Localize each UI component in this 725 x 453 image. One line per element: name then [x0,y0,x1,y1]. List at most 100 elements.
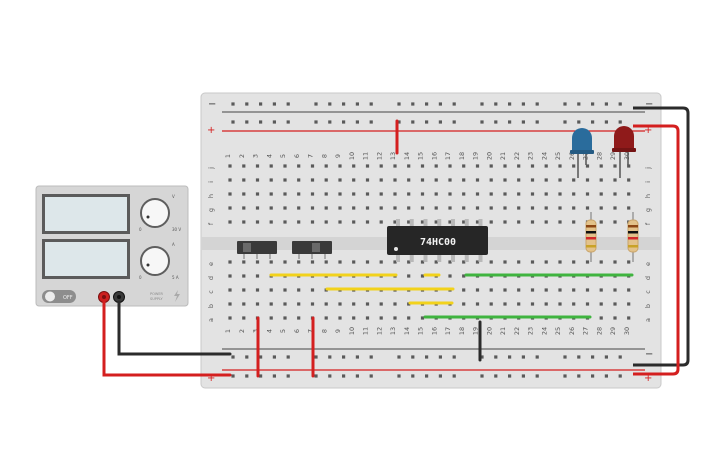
terminal-hole[interactable] [365,260,370,264]
terminal-hole[interactable] [462,288,466,292]
terminal-hole[interactable] [489,206,493,210]
rail-hole[interactable] [480,374,484,378]
slide-switch-1[interactable] [237,241,277,259]
rail-hole[interactable] [618,120,622,124]
terminal-hole[interactable] [558,260,562,264]
terminal-hole[interactable] [448,274,452,278]
terminal-hole[interactable] [627,164,631,168]
rail-hole[interactable] [438,374,442,378]
terminal-hole[interactable] [407,302,411,306]
rail-hole[interactable] [591,120,595,124]
terminal-hole[interactable] [462,302,466,306]
terminal-hole[interactable] [558,220,562,224]
rail-hole[interactable] [342,102,346,106]
rail-hole[interactable] [259,374,263,378]
terminal-hole[interactable] [475,206,480,210]
terminal-hole[interactable] [599,302,603,306]
terminal-hole[interactable] [420,206,425,210]
rail-hole[interactable] [591,355,595,359]
terminal-hole[interactable] [407,164,411,168]
rail-hole[interactable] [369,355,373,359]
terminal-hole[interactable] [434,178,438,182]
terminal-hole[interactable] [448,192,452,196]
rail-hole[interactable] [397,120,401,124]
terminal-hole[interactable] [475,220,480,224]
terminal-hole[interactable] [585,288,590,292]
rail-hole[interactable] [231,374,235,378]
rail-hole[interactable] [314,355,318,359]
terminal-hole[interactable] [310,164,315,168]
terminal-hole[interactable] [462,206,466,210]
rail-hole[interactable] [480,102,484,106]
rail-hole[interactable] [245,355,249,359]
terminal-hole[interactable] [489,192,493,196]
rail-hole[interactable] [231,355,235,359]
terminal-hole[interactable] [379,164,383,168]
terminal-hole[interactable] [365,164,370,168]
terminal-hole[interactable] [420,274,425,278]
terminal-hole[interactable] [517,164,521,168]
rail-hole[interactable] [618,374,622,378]
terminal-hole[interactable] [475,178,480,182]
rail-hole[interactable] [452,120,456,124]
terminal-hole[interactable] [558,206,562,210]
terminal-hole[interactable] [489,288,493,292]
rail-hole[interactable] [245,374,249,378]
rail-hole[interactable] [411,102,415,106]
terminal-hole[interactable] [228,220,232,224]
rail-hole[interactable] [604,102,608,106]
terminal-hole[interactable] [627,192,631,196]
terminal-hole[interactable] [228,206,232,210]
terminal-hole[interactable] [627,178,631,182]
terminal-hole[interactable] [338,260,342,264]
terminal-hole[interactable] [517,302,521,306]
rail-hole[interactable] [480,120,484,124]
voltage-knob[interactable] [140,198,170,228]
rail-hole[interactable] [397,355,401,359]
rail-hole[interactable] [480,355,484,359]
terminal-hole[interactable] [324,164,328,168]
terminal-hole[interactable] [242,302,246,306]
terminal-hole[interactable] [489,220,493,224]
rail-hole[interactable] [452,102,456,106]
terminal-hole[interactable] [599,164,603,168]
rail-hole[interactable] [355,120,359,124]
terminal-hole[interactable] [407,206,411,210]
rail-hole[interactable] [425,102,429,106]
terminal-hole[interactable] [310,206,315,210]
rail-hole[interactable] [259,102,263,106]
rail-hole[interactable] [494,355,498,359]
terminal-hole[interactable] [393,302,397,306]
rail-hole[interactable] [452,355,456,359]
terminal-hole[interactable] [517,206,521,210]
terminal-hole[interactable] [530,206,535,210]
blue-led[interactable] [570,128,594,178]
resistor-2[interactable] [627,212,639,262]
terminal-hole[interactable] [613,178,617,182]
slide-switch-2-knob[interactable] [312,243,320,252]
terminal-hole[interactable] [599,192,603,196]
terminal-hole[interactable] [297,302,301,306]
rail-hole[interactable] [521,102,525,106]
rail-plus-bridge-wire[interactable] [633,124,680,376]
terminal-hole[interactable] [255,206,260,210]
terminal-hole[interactable] [228,260,232,264]
terminal-hole[interactable] [489,260,493,264]
rail-hole[interactable] [494,120,498,124]
terminal-hole[interactable] [572,164,576,168]
rail-hole[interactable] [535,120,539,124]
terminal-hole[interactable] [599,316,603,320]
rail-hole[interactable] [355,102,359,106]
rail-hole[interactable] [355,374,359,378]
terminal-hole[interactable] [530,302,535,306]
terminal-hole[interactable] [544,288,548,292]
terminal-hole[interactable] [448,206,452,210]
terminal-hole[interactable] [448,178,452,182]
terminal-hole[interactable] [544,164,548,168]
terminal-hole[interactable] [393,192,397,196]
terminal-hole[interactable] [558,302,562,306]
terminal-hole[interactable] [420,316,425,320]
terminal-hole[interactable] [269,220,273,224]
rail-hole[interactable] [411,120,415,124]
terminal-hole[interactable] [297,192,301,196]
